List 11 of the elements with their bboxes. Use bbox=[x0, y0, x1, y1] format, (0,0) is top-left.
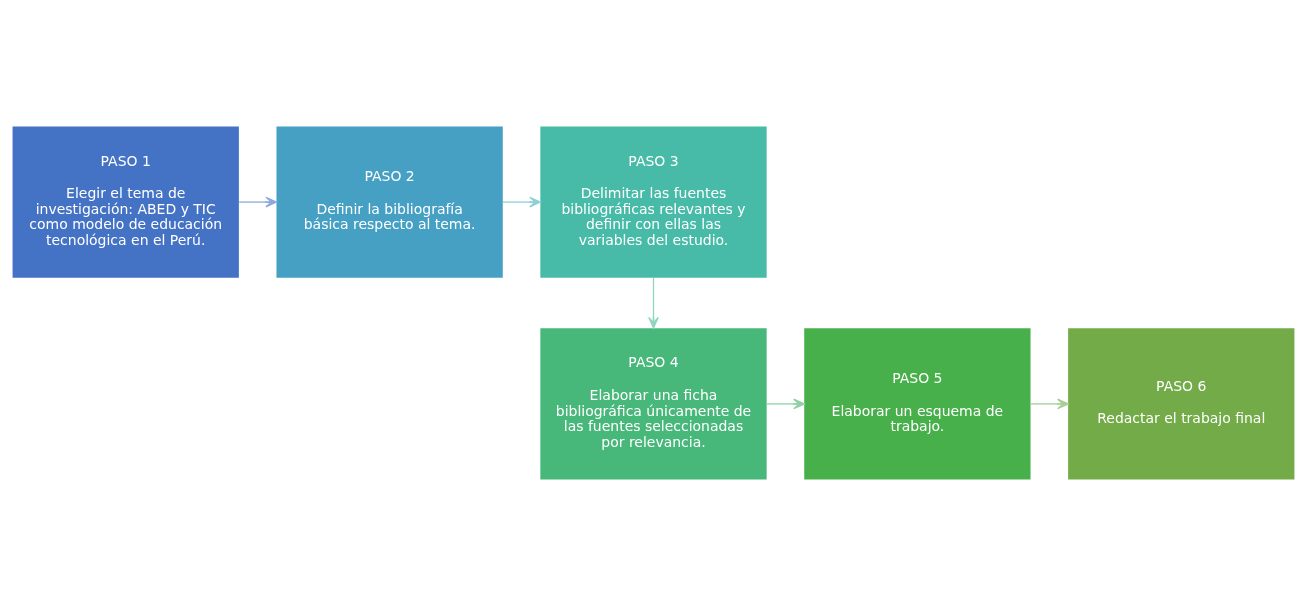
node-box: PASO 5 Elaborar un esquema de trabajo. bbox=[804, 327, 1031, 479]
arrow bbox=[502, 196, 541, 207]
node-box: PASO 4 Elaborar una ficha bibliográfica únicamente de las fuentes seleccionadas por relevancia. bbox=[540, 327, 767, 479]
node-box: PASO 3 Delimitar las fuentes bibliográficas relevantes y definir con ellas las variables del estudio. bbox=[540, 126, 767, 278]
arrow bbox=[1030, 398, 1069, 409]
arrow bbox=[648, 276, 659, 329]
node-box: PASO 6 Redactar el trabajo final bbox=[1068, 327, 1295, 479]
arrow bbox=[238, 196, 278, 207]
arrow bbox=[766, 398, 805, 409]
node-box: PASO 2 Definir la bibliografía básica respecto al tema. bbox=[276, 126, 503, 278]
node-box: PASO 1 Elegir el tema de investigación: ABED y TIC como modelo de educación tecnológica en el Perú. bbox=[12, 126, 239, 278]
